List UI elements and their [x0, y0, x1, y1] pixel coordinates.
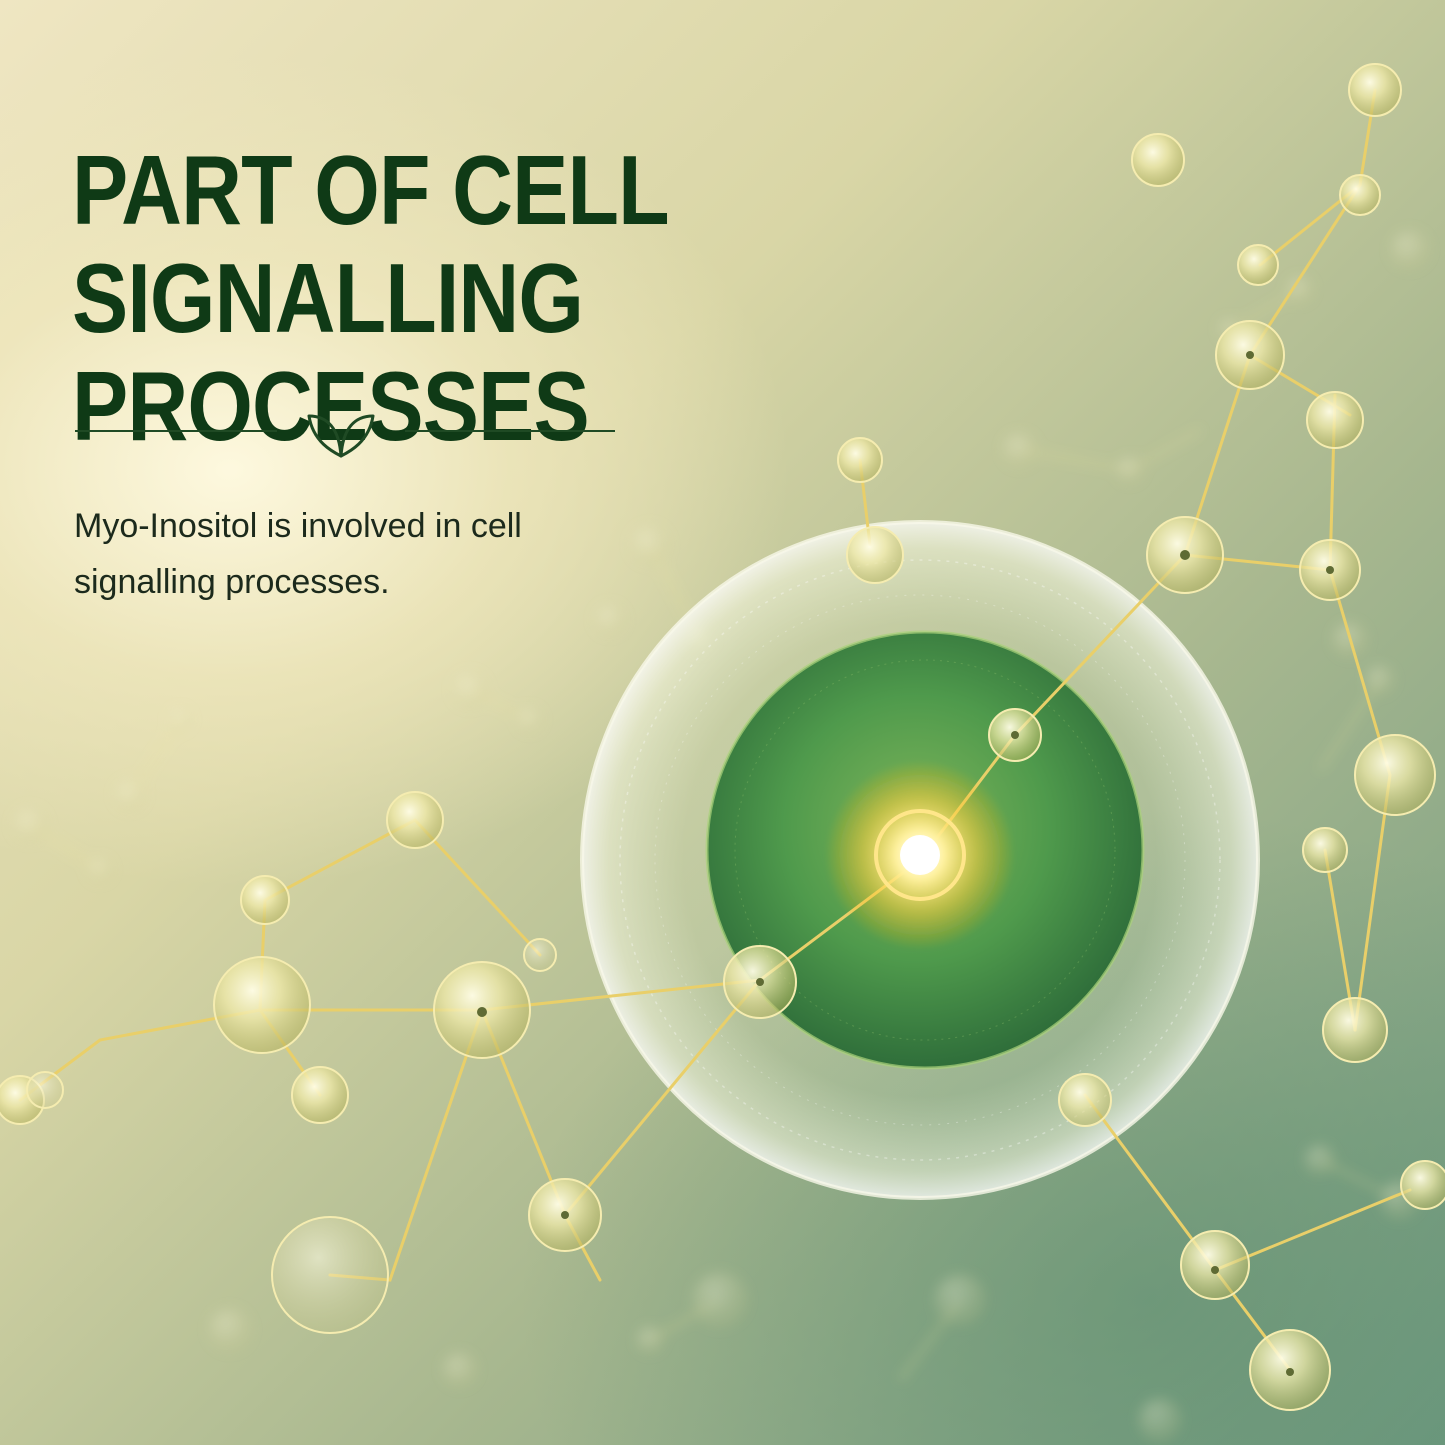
signal-glow: [825, 760, 1015, 950]
leaf-sprout-icon: [307, 414, 375, 458]
divider-rule-right: [405, 430, 615, 432]
background-network: [12, 230, 1430, 1442]
body-text: Myo-Inositol is involved in cell signall…: [74, 507, 522, 601]
divider: [72, 402, 617, 462]
headline: PART OF CELL SIGNALLING PROCESSES: [72, 135, 668, 461]
divider-rule-left: [75, 430, 277, 432]
node-centres: [477, 351, 1334, 1376]
molecule-nodes: [0, 63, 1445, 1411]
